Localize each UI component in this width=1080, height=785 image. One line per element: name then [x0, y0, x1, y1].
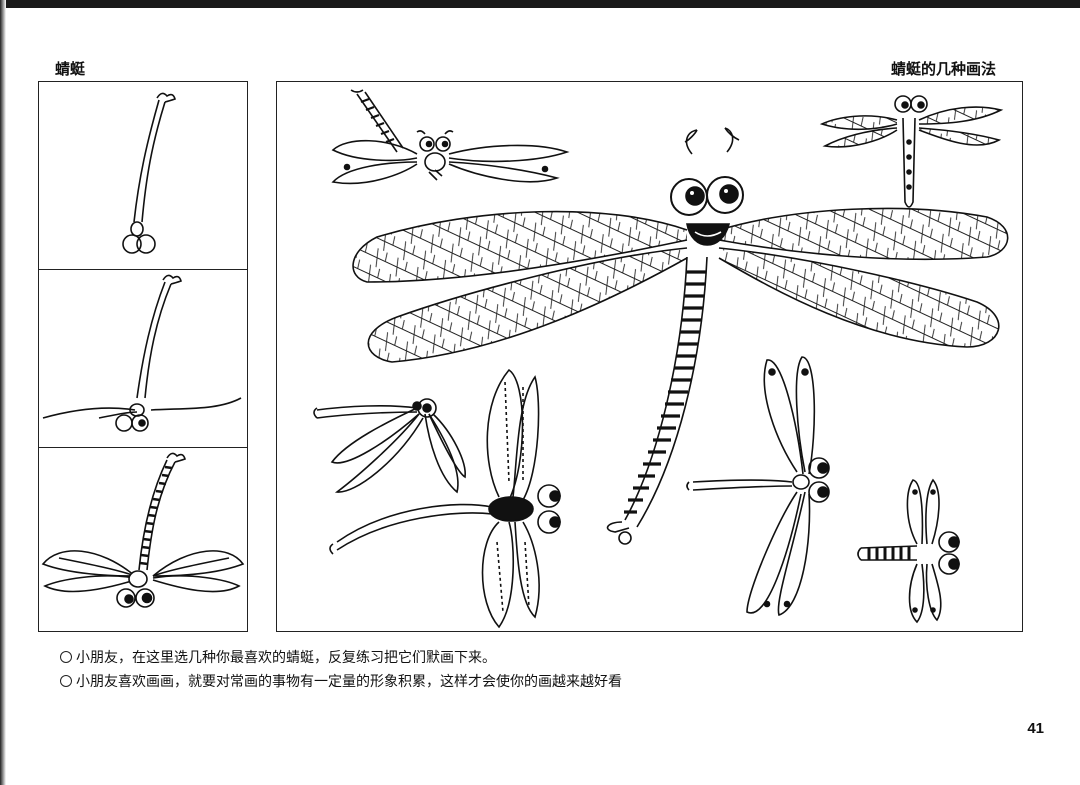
instruction-notes: 小朋友，在这里选几种你最喜欢的蜻蜓，反复练习把它们默画下来。 小朋友喜欢画画，就…: [60, 646, 622, 694]
dragonfly-gallery-drawing: [313, 89, 1009, 629]
page-number: 41: [1027, 720, 1044, 737]
section-title: 蜻蜓: [55, 60, 86, 78]
circle-bullet-icon: [60, 675, 72, 687]
dragonfly-top-right: [819, 95, 1004, 208]
step-1-drawing: [122, 92, 176, 254]
circle-bullet-icon: [60, 651, 72, 663]
page-title: 蜻蜓的几种画法: [890, 60, 996, 78]
step-1-panel: [38, 81, 248, 271]
step-3-drawing: [41, 452, 245, 608]
scan-top-edge: [0, 0, 1080, 8]
dragonfly-right-center: [686, 356, 830, 617]
step-2-drawing: [42, 274, 242, 432]
dragonfly-gallery-panel: [276, 81, 1023, 632]
step-3-panel: [38, 447, 248, 632]
note-text: 小朋友，在这里选几种你最喜欢的蜻蜓，反复练习把它们默画下来。: [76, 650, 496, 666]
note-text: 小朋友喜欢画画，就要对常画的事物有一定量的形象积累，这样才会使你的画越来越好看: [76, 674, 622, 690]
note-item: 小朋友，在这里选几种你最喜欢的蜻蜓，反复练习把它们默画下来。: [60, 646, 622, 670]
scan-left-edge: [0, 0, 6, 785]
dragonfly-bottom-right: [857, 478, 960, 624]
dragonfly-center-bottom: [329, 368, 561, 629]
step-2-panel: [38, 269, 248, 449]
dragonfly-small-left: [313, 398, 466, 494]
note-item: 小朋友喜欢画画，就要对常画的事物有一定量的形象积累，这样才会使你的画越来越好看: [60, 670, 622, 694]
dragonfly-large-center: [352, 127, 1009, 545]
dragonfly-top-left: [331, 89, 570, 185]
